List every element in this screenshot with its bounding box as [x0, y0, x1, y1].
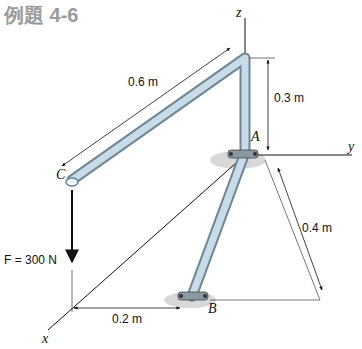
- point-label: A: [251, 130, 260, 144]
- dimension: 0.2 m: [112, 313, 142, 325]
- dimension: 0.4 m: [302, 222, 332, 234]
- dimension: 0.3 m: [274, 92, 304, 104]
- axis-label: y: [348, 140, 354, 154]
- axis-label: z: [236, 6, 241, 20]
- force-label: F = 300 N: [4, 254, 57, 266]
- point-label: B: [208, 302, 217, 316]
- dimension: 0.6 m: [128, 76, 158, 88]
- axis-label: x: [42, 332, 48, 346]
- point-label: C: [56, 168, 65, 182]
- example-title: 例題 4-6: [4, 2, 78, 29]
